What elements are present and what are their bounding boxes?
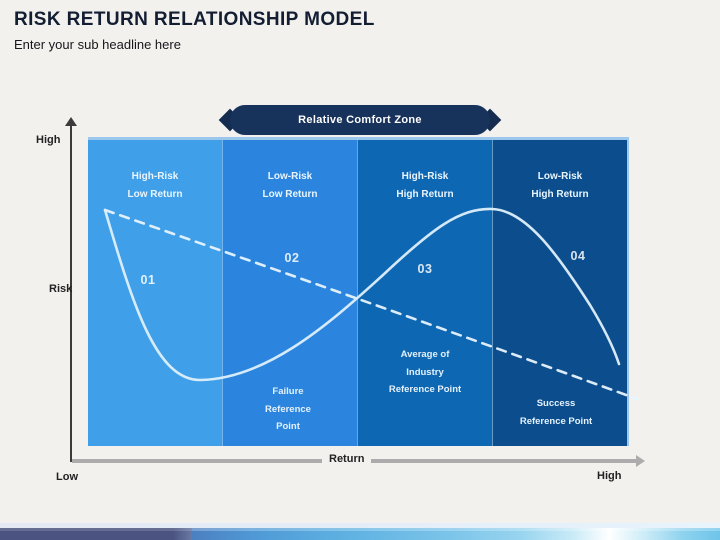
zone-02-label: Low-Risk Low Return <box>262 171 318 200</box>
zone-band-03: High-Risk High Return <box>357 140 492 446</box>
zone-03-label: High-Risk High Return <box>396 171 454 200</box>
footer-bar-dark-segment <box>0 528 192 540</box>
risk-return-chart: High-Risk Low Return Low-Risk Low Return… <box>88 137 642 446</box>
industry-average-reference-point-label: Average of Industry Reference Point <box>388 349 462 396</box>
zone-01-number: 01 <box>140 273 156 287</box>
relative-comfort-zone-banner: Relative Comfort Zone <box>230 105 490 135</box>
banner-label: Relative Comfort Zone <box>298 114 422 126</box>
y-axis-title: Risk <box>49 283 73 295</box>
failure-reference-point-label: Failure Reference Point <box>265 386 311 433</box>
y-axis-low-label: Low <box>56 471 78 483</box>
x-axis-title: Return <box>322 453 372 465</box>
zone-04-number: 04 <box>570 249 586 263</box>
success-reference-point-label: Success Reference Point <box>519 398 593 427</box>
footer-bar-blue-segment <box>192 528 720 540</box>
y-axis-arrow-icon <box>65 117 77 126</box>
footer-accent-bar <box>0 528 720 540</box>
footer-light-strip <box>0 523 720 528</box>
page-subtitle: Enter your sub headline here <box>14 37 181 52</box>
zone-01-label: High-Risk Low Return <box>127 171 183 200</box>
y-axis-line <box>70 126 72 462</box>
x-axis-high-label: High <box>597 470 622 482</box>
zone-03-number: 03 <box>417 262 433 276</box>
zone-02-number: 02 <box>284 251 300 265</box>
zone-band-01: High-Risk Low Return <box>88 140 222 446</box>
zone-04-label: Low-Risk High Return <box>531 171 589 200</box>
y-axis-high-label: High <box>36 134 61 146</box>
x-axis-arrow-icon <box>636 455 645 467</box>
page-title: RISK RETURN RELATIONSHIP MODEL <box>14 9 375 30</box>
